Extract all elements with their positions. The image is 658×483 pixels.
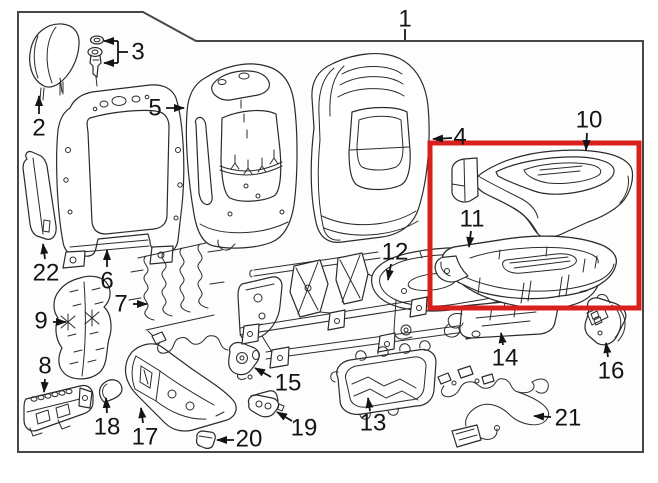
callout-4: 4 bbox=[432, 124, 467, 151]
callout-number-6: 6 bbox=[100, 268, 113, 295]
seat-back-cover-illustration bbox=[185, 63, 298, 251]
seat-back-frame-illustration bbox=[56, 84, 185, 269]
callout-number-7: 7 bbox=[114, 291, 127, 318]
callout-number-15: 15 bbox=[275, 370, 302, 397]
highlight-box bbox=[427, 140, 642, 311]
callout-18: 18 bbox=[94, 397, 121, 441]
seat-cushion-cover-illustration bbox=[451, 149, 634, 239]
callout-2: 2 bbox=[32, 95, 46, 142]
callout-number-11: 11 bbox=[460, 206, 485, 233]
callout-7: 7 bbox=[114, 291, 148, 318]
callout-number-21: 21 bbox=[555, 405, 582, 432]
callout-9: 9 bbox=[34, 308, 67, 335]
callout-17: 17 bbox=[132, 407, 159, 451]
callout-number-13: 13 bbox=[360, 410, 387, 437]
headrest-illustration bbox=[29, 23, 80, 101]
callout-number-20: 20 bbox=[236, 426, 263, 453]
callout-5: 5 bbox=[148, 95, 185, 122]
callout-16: 16 bbox=[598, 342, 625, 385]
callout-6: 6 bbox=[100, 249, 114, 295]
callout-number-17: 17 bbox=[132, 424, 159, 451]
adjuster-knob-illustration bbox=[196, 430, 216, 449]
callout-number-1: 1 bbox=[398, 6, 411, 33]
callout-number-4: 4 bbox=[453, 124, 466, 151]
callout-number-19: 19 bbox=[291, 415, 318, 442]
seat-bracket-module-illustration bbox=[23, 384, 94, 437]
seat-back-cushion-illustration bbox=[310, 53, 430, 243]
callout-11: 11 bbox=[460, 206, 485, 248]
callout-number-12: 12 bbox=[382, 239, 409, 266]
callout-19: 19 bbox=[276, 411, 318, 442]
callout-20: 20 bbox=[216, 426, 263, 453]
callout-22: 22 bbox=[33, 243, 60, 287]
adjuster-motor-cable-illustration bbox=[147, 330, 260, 380]
callout-14: 14 bbox=[492, 332, 519, 372]
suspension-spring-mat-illustration bbox=[128, 242, 225, 331]
callout-21: 21 bbox=[533, 405, 582, 432]
callout-15: 15 bbox=[254, 367, 302, 397]
callout-number-22: 22 bbox=[33, 260, 60, 287]
callout-8: 8 bbox=[38, 353, 52, 393]
callout-number-8: 8 bbox=[38, 353, 51, 380]
callout-1: 1 bbox=[398, 6, 412, 40]
callout-number-3: 3 bbox=[131, 39, 144, 66]
callout-12: 12 bbox=[382, 239, 409, 281]
callout-10: 10 bbox=[576, 107, 603, 151]
seat-back-pad-panel-illustration bbox=[53, 275, 112, 380]
wiring-harness-illustration bbox=[437, 365, 550, 448]
side-bolster-pad-illustration bbox=[22, 150, 57, 240]
callout-3: 3 bbox=[103, 37, 145, 67]
seat-side-shield-illustration bbox=[124, 343, 237, 432]
cushion-wire-frame-illustration bbox=[330, 340, 437, 420]
callout-number-5: 5 bbox=[148, 95, 161, 122]
callout-number-2: 2 bbox=[32, 115, 45, 142]
callout-number-9: 9 bbox=[34, 308, 47, 335]
seat-switch-illustration bbox=[247, 390, 285, 418]
callout-number-18: 18 bbox=[94, 414, 121, 441]
callout-number-16: 16 bbox=[598, 358, 625, 385]
callout-number-10: 10 bbox=[576, 107, 603, 134]
seat-cushion-pad-illustration bbox=[434, 235, 617, 309]
callout-number-14: 14 bbox=[492, 345, 519, 372]
callout-13: 13 bbox=[360, 397, 387, 437]
